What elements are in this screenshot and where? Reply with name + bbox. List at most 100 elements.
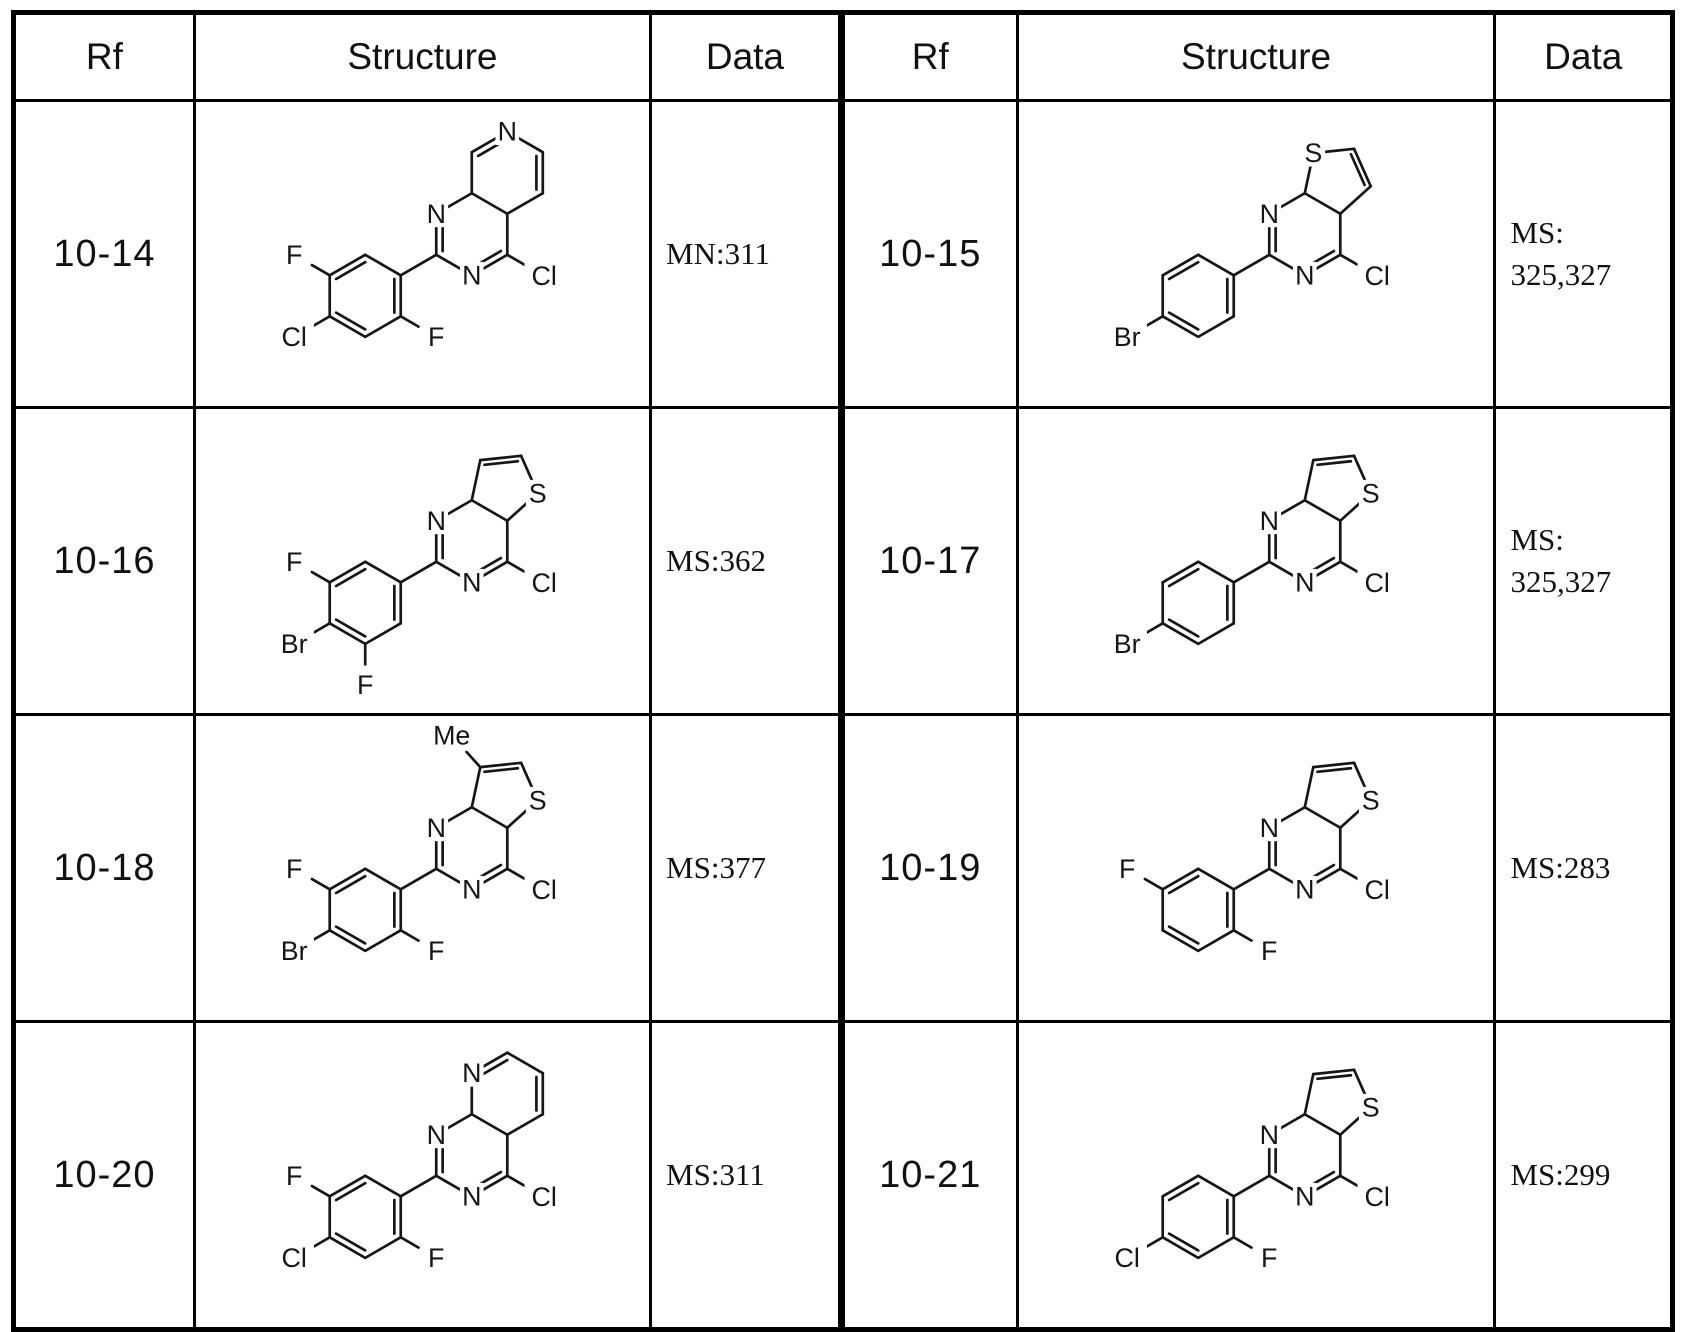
structure-cell: Cl N N S F F bbox=[1015, 713, 1497, 1023]
atom-labels: Cl N N S Br bbox=[1114, 138, 1390, 352]
atom-label: F bbox=[286, 547, 302, 577]
atom-label: Br bbox=[280, 936, 307, 966]
atom-label: N bbox=[1260, 813, 1279, 843]
structure-cell: Cl N N S Br bbox=[1015, 406, 1497, 716]
spectral-data: MS:311 bbox=[649, 1020, 843, 1331]
atom-label: N bbox=[426, 199, 445, 229]
bond-lines bbox=[310, 454, 539, 666]
header-data: Data bbox=[649, 11, 843, 102]
atom-label: F bbox=[428, 322, 444, 352]
atom-label: Cl bbox=[531, 568, 556, 598]
atom-label: Me bbox=[433, 722, 470, 751]
atom-label: Cl bbox=[1365, 261, 1390, 291]
atom-label: Cl bbox=[281, 1243, 306, 1273]
molecule-drawing: Cl N N S F F bbox=[1115, 761, 1398, 966]
rf-value: 10-14 bbox=[12, 99, 196, 409]
bond-lines bbox=[310, 1051, 544, 1260]
spectral-data: MS:362 bbox=[649, 406, 843, 716]
header-structure: Structure bbox=[192, 11, 653, 102]
atom-label: F bbox=[1119, 854, 1135, 884]
rf-value: 10-15 bbox=[837, 99, 1019, 409]
atom-label: Cl bbox=[1365, 1182, 1390, 1212]
atom-label: N bbox=[462, 874, 481, 904]
atom-label: N bbox=[1260, 1120, 1279, 1150]
atom-label: N bbox=[1295, 567, 1314, 597]
atom-label: S bbox=[1362, 1092, 1380, 1122]
atom-label: F bbox=[428, 1243, 444, 1273]
atom-label: Br bbox=[1114, 322, 1141, 352]
atom-label: N bbox=[462, 1181, 481, 1211]
spectral-data: MS:377 bbox=[649, 713, 843, 1023]
compound-table: Rf Structure Data Rf Structure Data 10-1… bbox=[11, 10, 1675, 1332]
bond-lines bbox=[310, 130, 544, 339]
atom-label: F bbox=[1261, 936, 1277, 966]
atom-labels: Cl N N S Br bbox=[1114, 478, 1390, 659]
header-rf: Rf bbox=[12, 11, 196, 102]
atom-label: S bbox=[1362, 478, 1380, 508]
atom-label: S bbox=[1305, 138, 1323, 168]
atom-label: S bbox=[528, 785, 546, 815]
spectral-data: MS: 325,327 bbox=[1493, 99, 1674, 409]
spectral-data: MS:283 bbox=[1493, 713, 1674, 1023]
bond-lines bbox=[1143, 761, 1373, 953]
rf-value: 10-19 bbox=[837, 713, 1019, 1023]
atom-label: N bbox=[426, 1120, 445, 1150]
atom-label: N bbox=[462, 567, 481, 597]
atom-label: Cl bbox=[1365, 875, 1390, 905]
rf-value: 10-16 bbox=[12, 406, 196, 716]
header-rf-right: Rf bbox=[837, 11, 1019, 102]
atom-label: N bbox=[1260, 506, 1279, 536]
atom-label: N bbox=[462, 1058, 481, 1088]
atom-label: Cl bbox=[1115, 1243, 1140, 1273]
atom-label: F bbox=[286, 240, 302, 270]
bond-lines bbox=[1143, 1068, 1373, 1260]
atom-label: Br bbox=[1114, 629, 1141, 659]
molecule-drawing: Cl N N S Br bbox=[1107, 138, 1398, 352]
rf-value: 10-20 bbox=[12, 1020, 196, 1331]
atom-label: N bbox=[426, 506, 445, 536]
atom-label: F bbox=[1261, 1243, 1277, 1273]
atom-label: Cl bbox=[531, 875, 556, 905]
spectral-data: MN:311 bbox=[649, 99, 843, 409]
atom-label: Cl bbox=[531, 1182, 556, 1212]
spectral-data: MS: 325,327 bbox=[1493, 406, 1674, 716]
atom-label: S bbox=[1362, 785, 1380, 815]
atom-label: F bbox=[357, 670, 373, 700]
header-structure-right: Structure bbox=[1015, 11, 1497, 102]
bond-lines bbox=[1143, 147, 1373, 339]
atom-labels: Cl N N S F F bbox=[1119, 785, 1390, 966]
atom-label: N bbox=[1295, 260, 1314, 290]
atom-label: N bbox=[1295, 874, 1314, 904]
atom-label: Cl bbox=[531, 261, 556, 291]
molecule-drawing: Cl N N S Br bbox=[1107, 454, 1398, 659]
structure-cell: Cl N N S Br bbox=[1015, 99, 1497, 409]
atom-label: Br bbox=[280, 629, 307, 659]
atom-label: N bbox=[426, 813, 445, 843]
atom-label: N bbox=[1260, 199, 1279, 229]
table-header: Rf Structure Data Rf Structure Data bbox=[12, 11, 1674, 102]
atom-label: F bbox=[286, 1161, 302, 1191]
rf-value: 10-18 bbox=[12, 713, 196, 1023]
atom-label: S bbox=[528, 478, 546, 508]
atom-label: N bbox=[497, 117, 516, 147]
atom-label: F bbox=[286, 854, 302, 884]
header-data-right: Data bbox=[1493, 11, 1674, 102]
atom-label: Cl bbox=[1365, 568, 1390, 598]
